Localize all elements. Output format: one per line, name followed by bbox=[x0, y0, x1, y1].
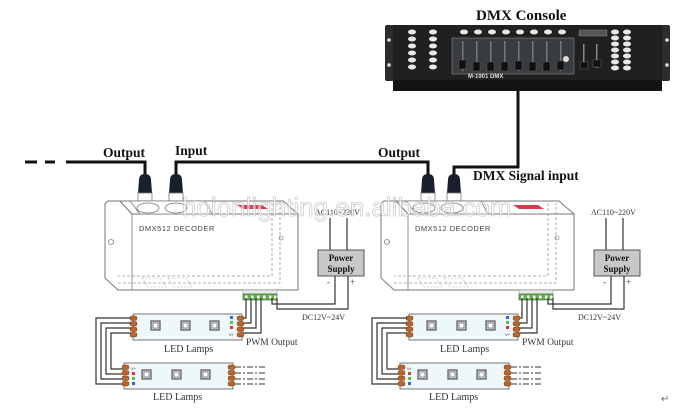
console-scanner-buttons bbox=[408, 29, 437, 70]
status-stripe bbox=[513, 205, 544, 209]
decoder-label: DMX512 DECODER bbox=[415, 224, 491, 233]
pwm-output-label: PWM Output bbox=[522, 338, 574, 348]
dmx-decoder: DMX512 DECODER bbox=[380, 200, 576, 301]
decoder-unit-left: DMX512 DECODER AC110~220V Power Supply -… bbox=[95, 200, 365, 403]
psu-label-line2: Supply bbox=[603, 264, 631, 274]
svg-text:V+: V+ bbox=[407, 366, 413, 371]
led-lamps-label: LED Lamps bbox=[440, 344, 489, 355]
right-output-label: Output bbox=[378, 145, 421, 160]
pwm-output-label: PWM Output bbox=[246, 338, 298, 348]
led-lamps-label: LED Lamps bbox=[429, 392, 478, 403]
dc-output-label: DC12V~24V bbox=[578, 313, 621, 322]
led-strip: V+ bbox=[405, 313, 521, 341]
dmx-cables: Output Input Output DMX Signal input bbox=[25, 88, 579, 202]
power-supply: AC110~220V Power Supply - + DC12V~24V bbox=[271, 208, 365, 322]
return-mark-icon: ↵ bbox=[661, 394, 669, 405]
dmx-decoder: DMX512 DECODER bbox=[104, 200, 300, 301]
svg-text:V+: V+ bbox=[131, 366, 137, 371]
decoder-unit-right: DMX512 DECODER AC110~220V Power Supply -… bbox=[371, 200, 641, 403]
terminal-block bbox=[518, 289, 554, 301]
terminal-block bbox=[242, 289, 278, 301]
dc-plus-wire bbox=[552, 276, 625, 310]
console-function-buttons bbox=[611, 29, 631, 71]
psu-minus-label: - bbox=[603, 277, 606, 287]
left-input-label: Input bbox=[175, 143, 208, 158]
ac-input-label: AC110~220V bbox=[591, 208, 636, 217]
led-lamps-label: LED Lamps bbox=[153, 392, 202, 403]
psu-label-line1: Power bbox=[605, 253, 630, 263]
dc-plus-wire bbox=[276, 276, 349, 310]
pwm-wires bbox=[240, 298, 262, 334]
led-strip: V+ bbox=[129, 313, 245, 341]
psu-plus-label: + bbox=[350, 277, 355, 287]
power-supply-box bbox=[593, 249, 641, 277]
left-output-cable bbox=[66, 160, 147, 180]
ac-input-label: AC110~220V bbox=[315, 208, 360, 217]
watermark: hoionlighting.en.alibaba.com bbox=[182, 192, 512, 222]
power-supply: AC110~220V Power Supply - + DC12V~24V bbox=[547, 208, 641, 322]
power-supply-box bbox=[317, 249, 365, 277]
psu-minus-label: - bbox=[327, 277, 330, 287]
svg-text:V+: V+ bbox=[505, 332, 511, 337]
console-title: DMX Console bbox=[476, 8, 567, 24]
dc-minus-wire bbox=[271, 276, 336, 305]
xlr-connector bbox=[168, 174, 184, 202]
svg-text:V+: V+ bbox=[229, 332, 235, 337]
psu-plus-label: + bbox=[626, 277, 631, 287]
led-strip: V+ bbox=[397, 362, 541, 390]
console-signal-cable bbox=[452, 88, 520, 180]
console-model-text: M-1901 DMX bbox=[468, 74, 503, 80]
led-strip: V+ bbox=[121, 362, 265, 390]
console-faders bbox=[458, 41, 565, 72]
jumper-wires bbox=[371, 317, 407, 385]
dmx-signal-label: DMX Signal input bbox=[473, 168, 579, 183]
console-scene-buttons bbox=[460, 29, 566, 35]
decoder-label: DMX512 DECODER bbox=[139, 224, 215, 233]
xlr-connector bbox=[137, 174, 153, 202]
dc-minus-wire bbox=[547, 276, 612, 305]
psu-label-line1: Power bbox=[329, 253, 354, 263]
left-output-label: Output bbox=[103, 145, 146, 160]
status-stripe bbox=[237, 205, 268, 209]
link-cable bbox=[174, 160, 430, 180]
console-fader-panel bbox=[451, 37, 575, 75]
dc-output-label: DC12V~24V bbox=[302, 313, 345, 322]
dmx-console: DMX Console M-1901 DMX bbox=[385, 8, 670, 91]
psu-label-line2: Supply bbox=[327, 264, 355, 274]
led-lamps-label: LED Lamps bbox=[164, 344, 213, 355]
